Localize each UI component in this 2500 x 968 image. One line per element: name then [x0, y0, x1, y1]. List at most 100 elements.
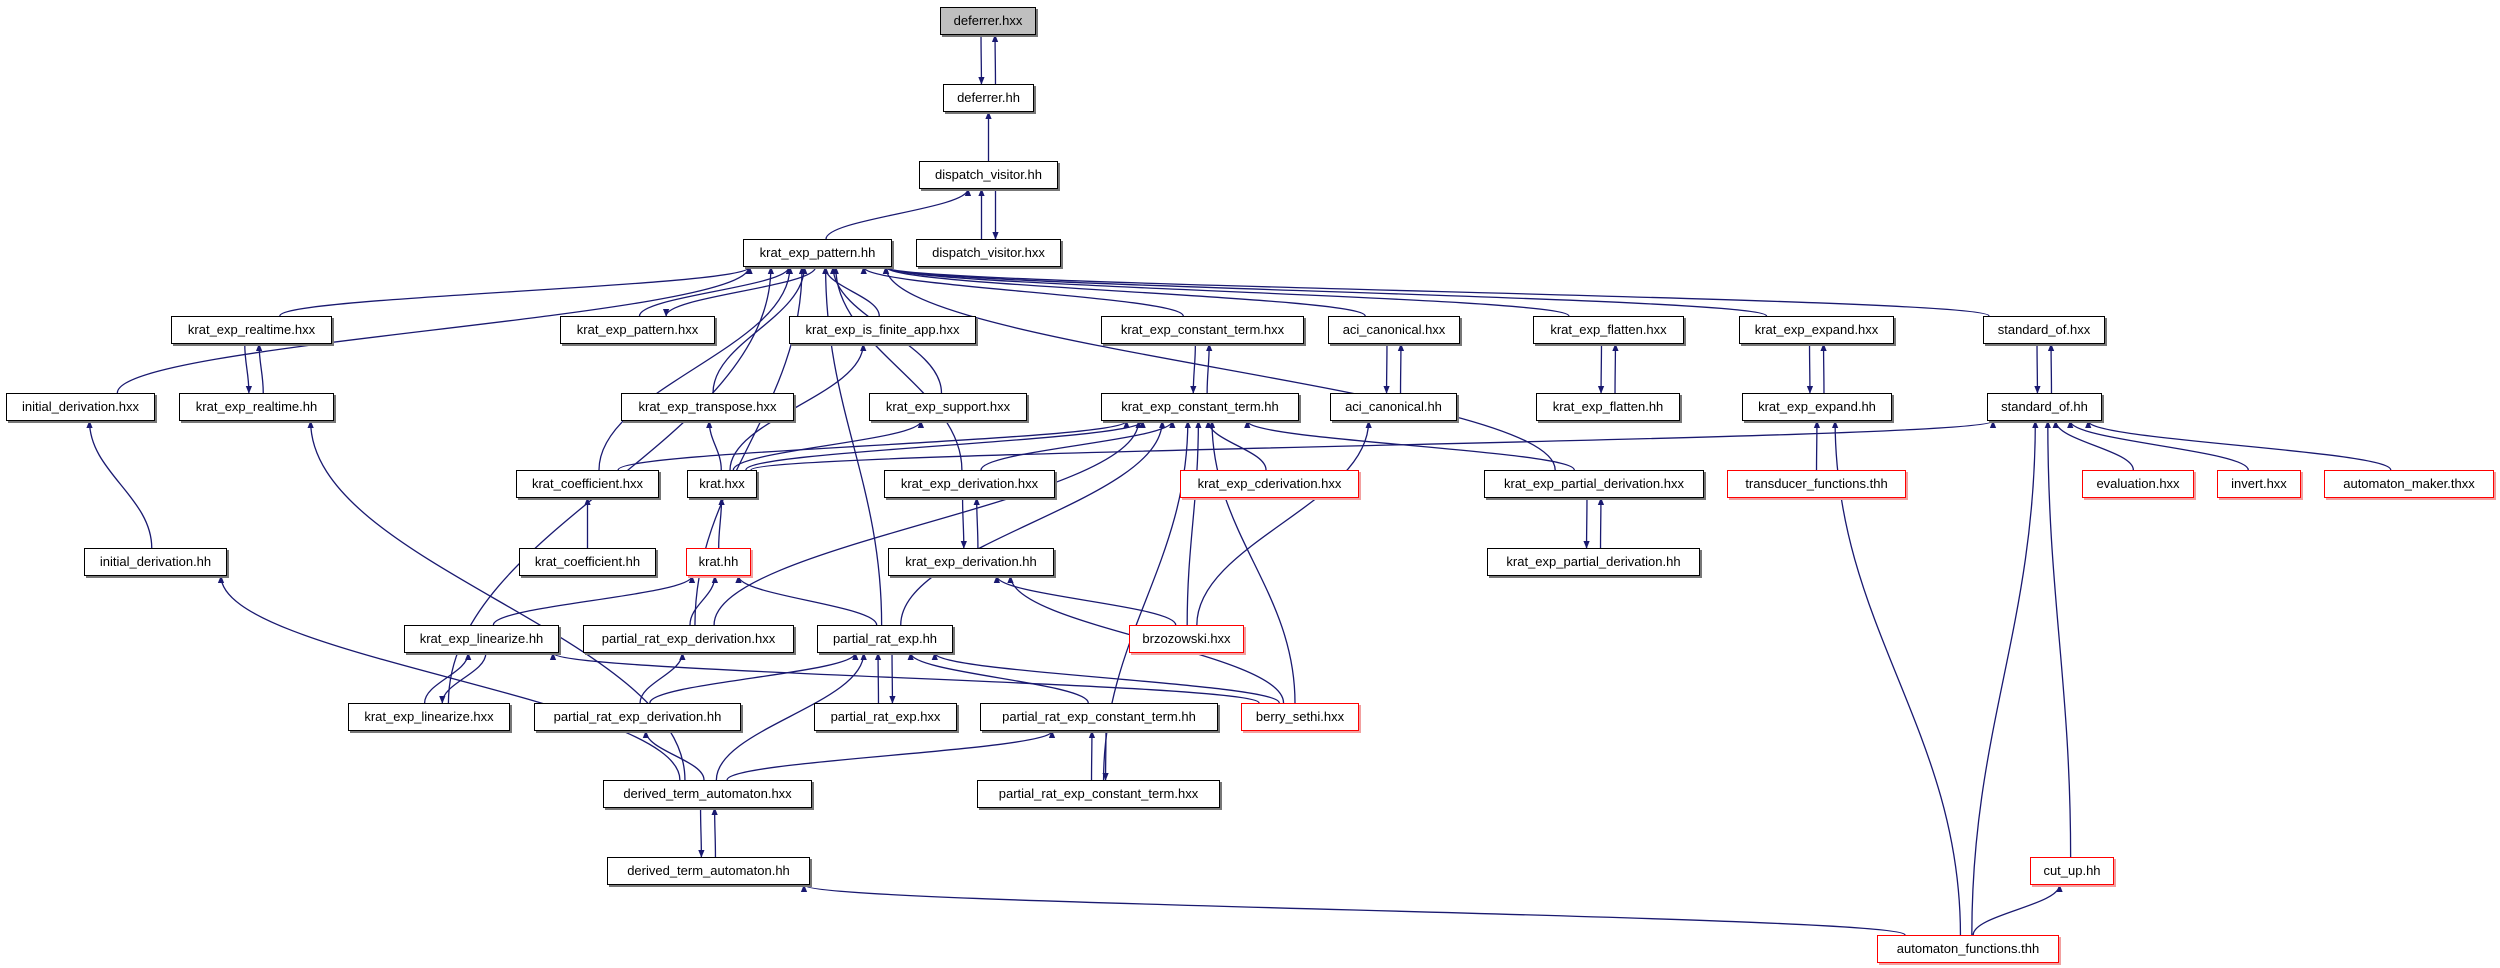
graph-node[interactable]: krat_exp_transpose.hxx	[621, 393, 794, 421]
graph-node[interactable]: krat_exp_support.hxx	[869, 393, 1027, 421]
dependency-edge	[729, 343, 867, 471]
graph-node[interactable]: deferrer.hh	[943, 84, 1034, 112]
dependency-edge	[718, 497, 725, 549]
dependency-edge	[907, 652, 1089, 704]
graph-node[interactable]: partial_rat_exp.hxx	[814, 703, 957, 731]
graph-node[interactable]: krat_exp_expand.hh	[1742, 393, 1892, 421]
graph-node[interactable]: krat_exp_pattern.hh	[743, 239, 892, 267]
dependency-edge	[712, 266, 808, 394]
dependency-edge	[732, 420, 925, 471]
dependency-edge	[598, 266, 794, 471]
dependency-edge	[2052, 420, 2134, 471]
graph-node[interactable]: transducer_functions.thh	[1727, 470, 1906, 498]
dependency-edge	[423, 652, 472, 704]
graph-node[interactable]: krat_exp_linearize.hxx	[348, 703, 510, 731]
graph-node[interactable]: krat_exp_flatten.hxx	[1533, 316, 1684, 344]
graph-node[interactable]: evaluation.hxx	[2082, 470, 2194, 498]
graph-node[interactable]: automaton_functions.thh	[1877, 935, 2059, 963]
dependency-edge	[750, 420, 1996, 471]
graph-node[interactable]: krat_exp_realtime.hxx	[171, 316, 332, 344]
dependency-edge	[1205, 420, 1267, 471]
graph-node[interactable]: initial_derivation.hh	[84, 548, 227, 576]
dependency-edge	[735, 575, 878, 626]
graph-node[interactable]: partial_rat_exp_constant_term.hxx	[977, 780, 1220, 808]
graph-node[interactable]: krat_exp_is_finite_app.hxx	[789, 316, 976, 344]
dependency-edge	[745, 420, 1146, 471]
dependency-edge	[86, 420, 153, 549]
graph-node[interactable]: dispatch_visitor.hxx	[916, 239, 1061, 267]
graph-node[interactable]: partial_rat_exp.hh	[817, 625, 953, 653]
graph-node[interactable]: krat.hh	[686, 548, 751, 576]
dependency-edge	[993, 575, 1177, 626]
dependency-edge	[1831, 420, 1962, 936]
graph-node[interactable]: invert.hxx	[2217, 470, 2301, 498]
graph-node[interactable]: cut_up.hh	[2030, 857, 2114, 885]
dependency-edge	[550, 652, 1260, 704]
graph-node[interactable]: krat_exp_expand.hxx	[1739, 316, 1894, 344]
dependency-edge	[900, 420, 1166, 626]
graph-node[interactable]: berry_sethi.hxx	[1241, 703, 1359, 731]
dependency-edge	[2044, 420, 2072, 858]
graph-node[interactable]: partial_rat_exp_constant_term.hh	[980, 703, 1218, 731]
dependency-edge	[882, 266, 1556, 471]
dependency-edge	[649, 652, 859, 704]
graph-node[interactable]: krat_coefficient.hxx	[516, 470, 659, 498]
dependency-edge	[1971, 420, 2039, 936]
graph-node[interactable]: partial_rat_exp_derivation.hh	[534, 703, 741, 731]
graph-node[interactable]: krat_exp_cderivation.hxx	[1180, 470, 1359, 498]
dependency-edge	[931, 652, 1280, 704]
graph-node[interactable]: krat_exp_realtime.hh	[179, 393, 334, 421]
dependency-edge	[638, 266, 793, 317]
graph-node[interactable]: brzozowski.hxx	[1129, 625, 1244, 653]
graph-node[interactable]: krat_exp_derivation.hh	[888, 548, 1054, 576]
graph-node[interactable]: krat_exp_linearize.hh	[404, 625, 559, 653]
graph-node[interactable]: standard_of.hxx	[1983, 316, 2105, 344]
dependency-edge	[1196, 420, 1372, 626]
graph-node[interactable]: krat_exp_partial_derivation.hh	[1487, 548, 1700, 576]
graph-node[interactable]: krat_exp_partial_derivation.hxx	[1484, 470, 1704, 498]
dependency-edge	[883, 266, 1990, 317]
dependency-edge	[1186, 420, 1202, 626]
dependency-edge	[715, 652, 867, 781]
dependency-edge	[279, 266, 753, 317]
dependency-edge	[1205, 343, 1213, 394]
graph-node[interactable]: derived_term_automaton.hh	[607, 857, 810, 885]
graph-node[interactable]: krat_exp_pattern.hxx	[560, 316, 715, 344]
graph-node[interactable]: derived_term_automaton.hxx	[603, 780, 812, 808]
dependency-edge	[1190, 343, 1197, 394]
dependency-edge	[255, 343, 264, 394]
graph-node[interactable]: krat_exp_flatten.hh	[1536, 393, 1680, 421]
dependency-edge	[1244, 420, 1575, 471]
graph-node[interactable]: krat_coefficient.hh	[519, 548, 656, 576]
graph-node[interactable]: initial_derivation.hxx	[6, 393, 155, 421]
dependency-edge	[713, 420, 1142, 626]
graph-node[interactable]: aci_canonical.hh	[1330, 393, 1457, 421]
graph-node[interactable]: standard_of.hh	[1987, 393, 2102, 421]
graph-node[interactable]: partial_rat_exp_derivation.hxx	[583, 625, 794, 653]
graph-node[interactable]: deferrer.hxx	[940, 7, 1036, 35]
dependency-edge	[689, 575, 719, 626]
graph-node[interactable]: krat_exp_derivation.hxx	[884, 470, 1055, 498]
dependency-edge	[492, 575, 696, 626]
dependency-edge	[960, 497, 968, 549]
graph-node[interactable]: aci_canonical.hxx	[1328, 316, 1460, 344]
dependency-edge	[439, 652, 487, 704]
graph-node[interactable]: dispatch_visitor.hh	[919, 161, 1058, 189]
dependency-edge	[116, 266, 753, 394]
dependency-edge	[2067, 420, 2249, 471]
graph-node[interactable]: automaton_maker.thxx	[2324, 470, 2494, 498]
dependency-edge	[706, 420, 722, 471]
dependency-edge	[801, 884, 1906, 936]
dependency-edge	[825, 188, 972, 240]
dependency-edge	[882, 266, 1366, 317]
dependency-edge	[698, 807, 705, 858]
graph-node[interactable]: krat.hxx	[687, 470, 757, 498]
dependency-edge	[1208, 420, 1296, 704]
dependency-edge	[662, 266, 817, 317]
dependency-edge	[1972, 884, 2063, 936]
dependency-edge	[883, 266, 1768, 317]
dependency-edge	[244, 343, 253, 394]
graph-node[interactable]: krat_exp_constant_term.hh	[1101, 393, 1299, 421]
graph-node[interactable]: krat_exp_constant_term.hxx	[1101, 316, 1304, 344]
